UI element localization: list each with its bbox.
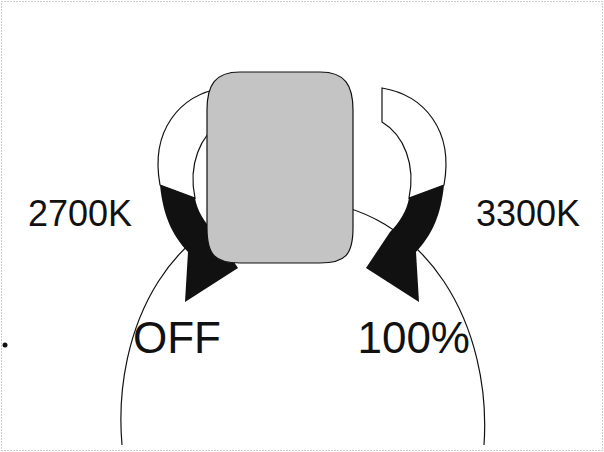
setting-label: 3300K: [476, 196, 580, 232]
knob: [207, 72, 353, 263]
setting-label: 100%: [357, 316, 470, 360]
edge-dot: [3, 343, 8, 348]
rotation-band-right: [382, 88, 446, 198]
setting-label: 2700K: [28, 196, 132, 232]
rotation-arrow-right: [366, 185, 444, 302]
setting-label: OFF: [133, 316, 221, 360]
